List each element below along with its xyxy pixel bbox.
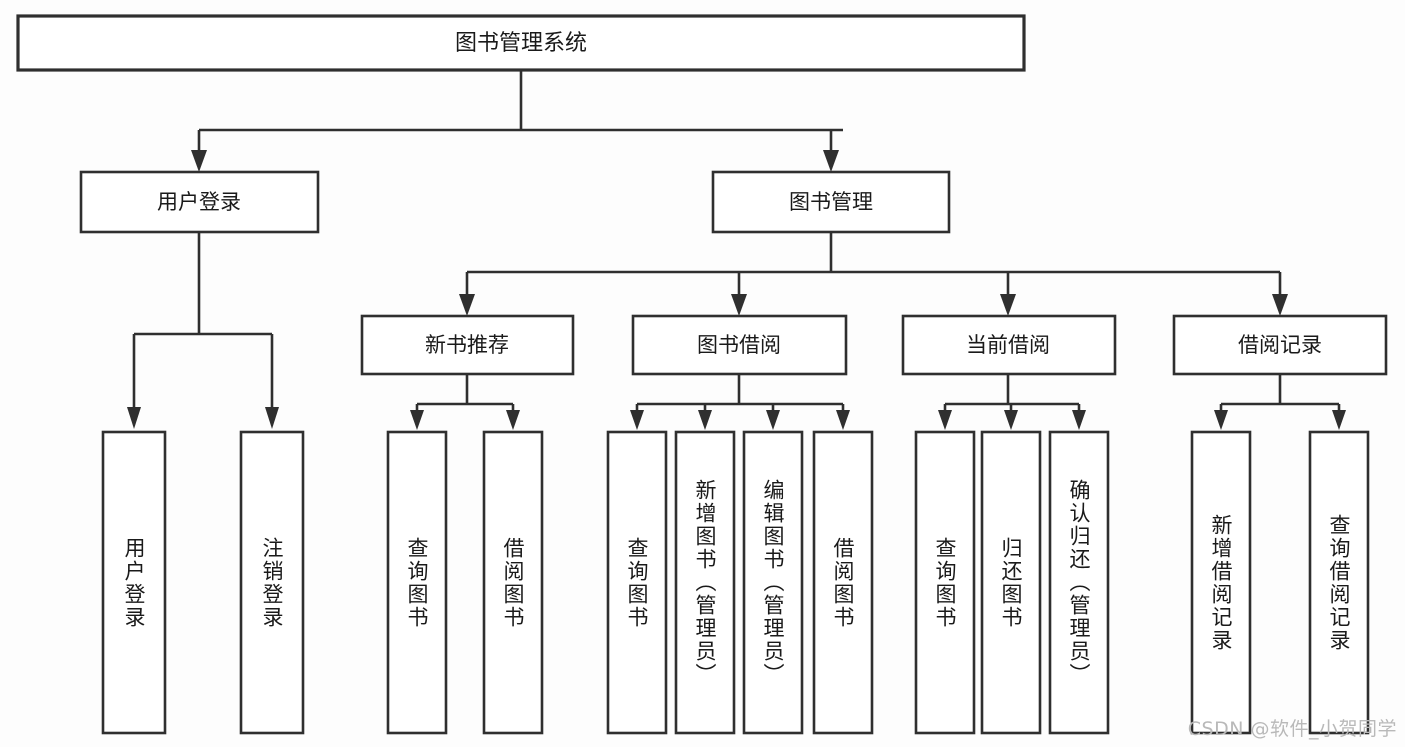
node-new-book-rec-label: 新书推荐 (425, 333, 509, 357)
arrow-head-borrow-record (1272, 294, 1288, 316)
arrow-head-book-manage (823, 150, 839, 172)
leaf-box-cb-0[interactable] (914, 430, 976, 735)
node-user-login[interactable]: 用户登录 (79, 170, 320, 234)
arrow-head-cb-leaf-1 (1004, 410, 1018, 430)
node-new-book-rec[interactable]: 新书推荐 (360, 314, 575, 376)
connector-group-user-login (127, 232, 279, 429)
leaf-box-br-1[interactable] (1308, 430, 1370, 735)
arrow-head-new-book-rec (459, 294, 475, 316)
leaf-box-ul-0[interactable] (101, 430, 167, 735)
connector-group-new-book-rec (410, 374, 520, 430)
node-book-borrow[interactable]: 图书借阅 (631, 314, 848, 376)
node-root-box[interactable] (16, 14, 1026, 72)
node-borrow-record-box[interactable] (1172, 314, 1388, 376)
leaf-boxes-current-borrow (914, 430, 1110, 735)
node-book-manage[interactable]: 图书管理 (711, 170, 951, 234)
arrow-head-ul-leaf-0 (127, 407, 141, 429)
node-current-borrow-box[interactable] (901, 314, 1117, 376)
csdn-watermark: CSDN @软件_小贺同学 (1187, 718, 1397, 740)
node-new-book-rec-box[interactable] (360, 314, 575, 376)
leaf-box-bb-3[interactable] (812, 430, 874, 735)
arrow-head-user-login (191, 150, 207, 172)
leaf-box-bb-0[interactable] (606, 430, 668, 735)
node-borrow-record[interactable]: 借阅记录 (1172, 314, 1388, 376)
arrow-head-cb-leaf-0 (938, 410, 952, 430)
connector-group-borrow-record (1214, 374, 1346, 430)
leaf-box-ul-1[interactable] (239, 430, 305, 735)
arrow-head-bb-leaf-2 (766, 410, 780, 430)
arrow-head-br-leaf-1 (1332, 410, 1346, 430)
node-root[interactable]: 图书管理系统 (16, 14, 1026, 72)
leaf-box-nbr-1[interactable] (482, 430, 544, 735)
node-current-borrow-label: 当前借阅 (966, 333, 1050, 357)
connector-group-book-manage (459, 232, 1288, 316)
leaf-box-nbr-0[interactable] (386, 430, 448, 735)
node-book-manage-box[interactable] (711, 170, 951, 234)
arrow-head-nbr-leaf-1 (506, 410, 520, 430)
leaf-boxes-user-login (101, 430, 305, 735)
leaf-boxes-borrow-record (1190, 430, 1370, 735)
arrow-head-cb-leaf-2 (1072, 410, 1086, 430)
leaf-boxes-book-borrow (606, 430, 874, 735)
arrow-head-nbr-leaf-0 (410, 410, 424, 430)
node-book-borrow-box[interactable] (631, 314, 848, 376)
node-book-borrow-label: 图书借阅 (697, 333, 781, 357)
connector-group-current-borrow (938, 374, 1086, 430)
arrow-head-bb-leaf-1 (698, 410, 712, 430)
node-user-login-label: 用户登录 (157, 190, 241, 214)
leaf-boxes-new-book-rec (386, 430, 544, 735)
leaf-box-cb-2[interactable] (1048, 430, 1110, 735)
arrow-head-br-leaf-0 (1214, 410, 1228, 430)
leaf-box-bb-1[interactable] (674, 430, 736, 735)
connector-group-root (191, 70, 843, 172)
arrow-head-bb-leaf-3 (836, 410, 850, 430)
connector-group-book-borrow (630, 374, 850, 430)
node-current-borrow[interactable]: 当前借阅 (901, 314, 1117, 376)
node-root-label: 图书管理系统 (455, 31, 587, 56)
node-book-manage-label: 图书管理 (789, 190, 873, 214)
node-user-login-box[interactable] (79, 170, 320, 234)
arrow-head-ul-leaf-1 (265, 407, 279, 429)
arrow-head-current-borrow (1000, 294, 1016, 316)
node-borrow-record-label: 借阅记录 (1238, 333, 1322, 357)
arrow-head-book-borrow (731, 294, 747, 316)
leaf-box-bb-2[interactable] (742, 430, 804, 735)
leaf-box-br-0[interactable] (1190, 430, 1252, 735)
arrow-head-bb-leaf-0 (630, 410, 644, 430)
leaf-box-cb-1[interactable] (980, 430, 1042, 735)
